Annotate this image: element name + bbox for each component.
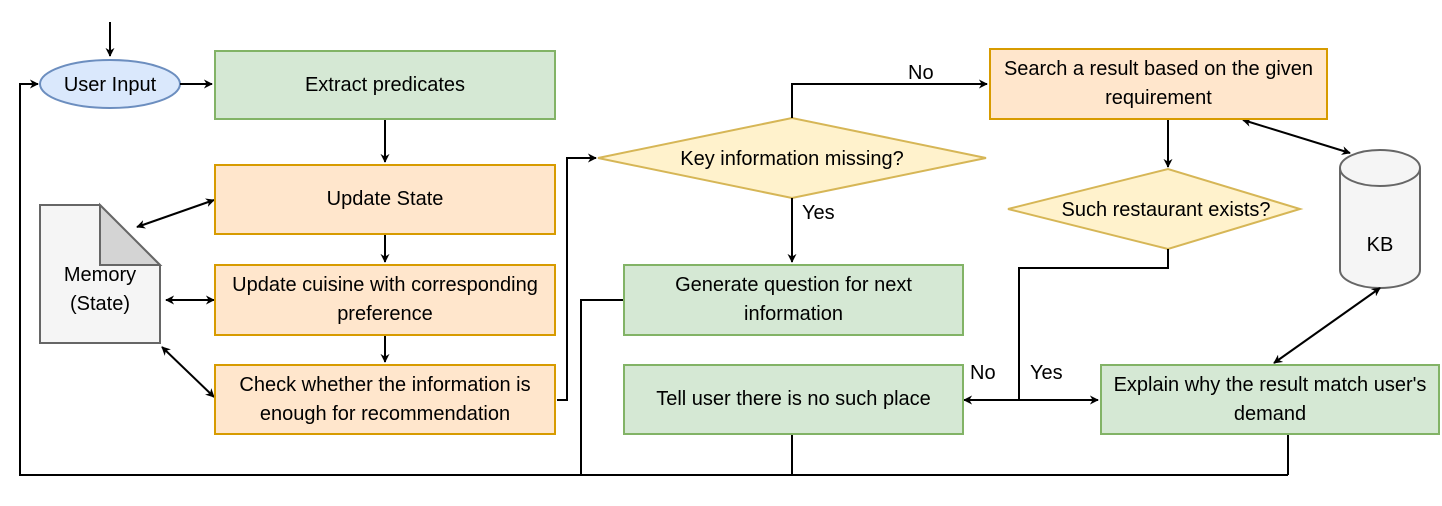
edge-memory-check — [161, 346, 215, 398]
update-state-box: Update State — [214, 164, 556, 235]
restaurant-exists-label: Such restaurant exists? — [1062, 199, 1271, 221]
edge-missing-no — [791, 79, 988, 118]
explain-match-box: Explain why the result match user's dema… — [1100, 364, 1440, 435]
edge-exists-split — [1018, 249, 1169, 400]
edge-kb-explain — [1273, 287, 1381, 364]
tell-no-place-label: Tell user there is no such place — [656, 388, 931, 410]
restaurant-exists-diamond — [1007, 167, 1304, 251]
edge-label-missing-yes: Yes — [802, 202, 835, 224]
edge-label-exists-yes: Yes — [1030, 362, 1063, 384]
connectors — [19, 22, 1381, 476]
search-result-label: Search a result based on the given requi… — [1003, 58, 1314, 109]
update-cuisine-box: Update cuisine with corresponding prefer… — [214, 264, 556, 336]
extract-predicates-box: Extract predicates — [214, 50, 556, 120]
memory-label-line2: (State) — [70, 293, 130, 315]
check-info-label: Check whether the information is enough … — [239, 373, 531, 425]
tell-no-place-box: Tell user there is no such place — [623, 364, 964, 435]
edge-bottom-return — [19, 79, 1288, 476]
generate-question-box: Generate question for next information — [623, 264, 964, 336]
kb-cylinder — [1339, 149, 1421, 289]
key-info-missing-label: Key information missing? — [680, 148, 903, 170]
check-info-box: Check whether the information is enough … — [214, 364, 556, 435]
edge-label-missing-no: No — [908, 62, 934, 84]
memory-label-line1: Memory — [64, 264, 136, 286]
memory-fold — [99, 202, 163, 266]
key-info-missing-diamond — [597, 116, 987, 200]
generate-question-label: Generate question for next information — [675, 274, 912, 325]
extract-predicates-label: Extract predicates — [304, 73, 466, 96]
edge-label-exists-no: No — [970, 362, 996, 384]
explain-match-label: Explain why the result match user's dema… — [1113, 373, 1427, 425]
kb-cylinder-rim — [1339, 167, 1421, 187]
update-cuisine-label: Update cuisine with corresponding prefer… — [232, 274, 538, 325]
edge-check-missing — [557, 153, 597, 401]
update-state-label: Update State — [326, 188, 444, 210]
kb-label: KB — [1367, 234, 1394, 256]
edge-memory-state — [136, 198, 215, 229]
search-result-box: Search a result based on the given requi… — [989, 48, 1328, 120]
user-input-label: User Input — [64, 74, 157, 96]
edge-generate-loop — [580, 299, 623, 475]
edge-search-kb — [1242, 118, 1351, 155]
